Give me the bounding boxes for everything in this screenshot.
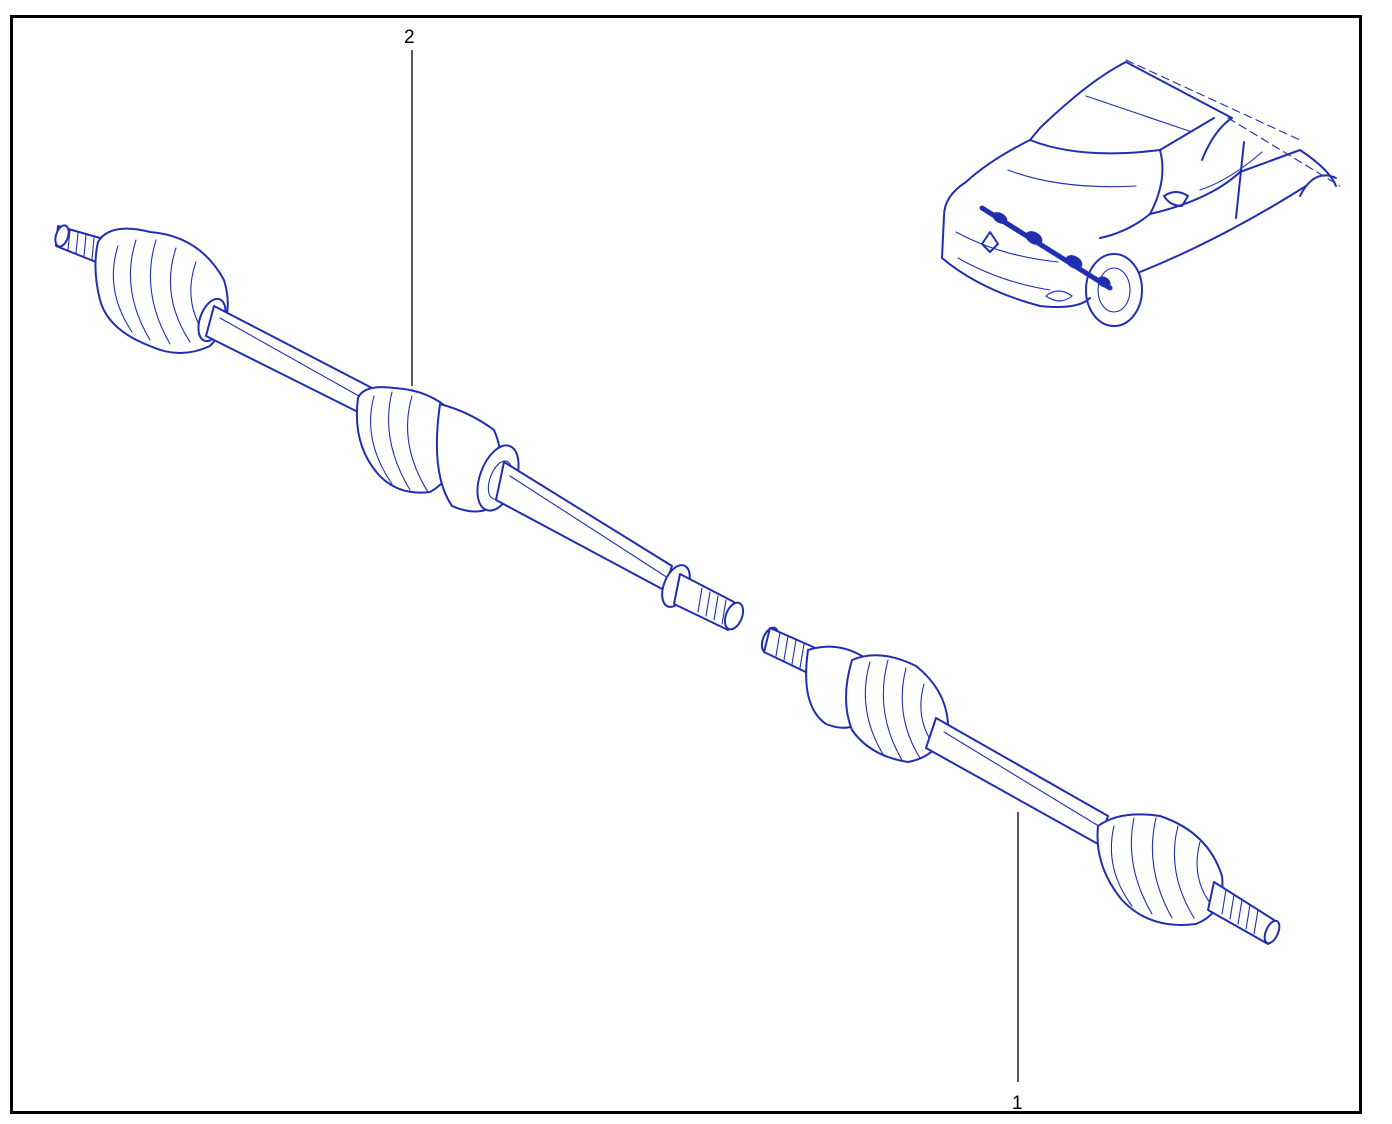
diagram-frame <box>10 15 1362 1114</box>
driveshaft-left-assembly-icon <box>54 224 745 631</box>
callout-2: 2 <box>404 27 415 386</box>
car-location-thumbnail-icon <box>941 59 1341 327</box>
driveshaft-right-assembly-icon <box>760 626 1281 945</box>
callout-2-label: 2 <box>404 27 415 48</box>
callout-1-label: 1 <box>1012 1093 1023 1114</box>
callout-1: 1 <box>1012 812 1023 1114</box>
